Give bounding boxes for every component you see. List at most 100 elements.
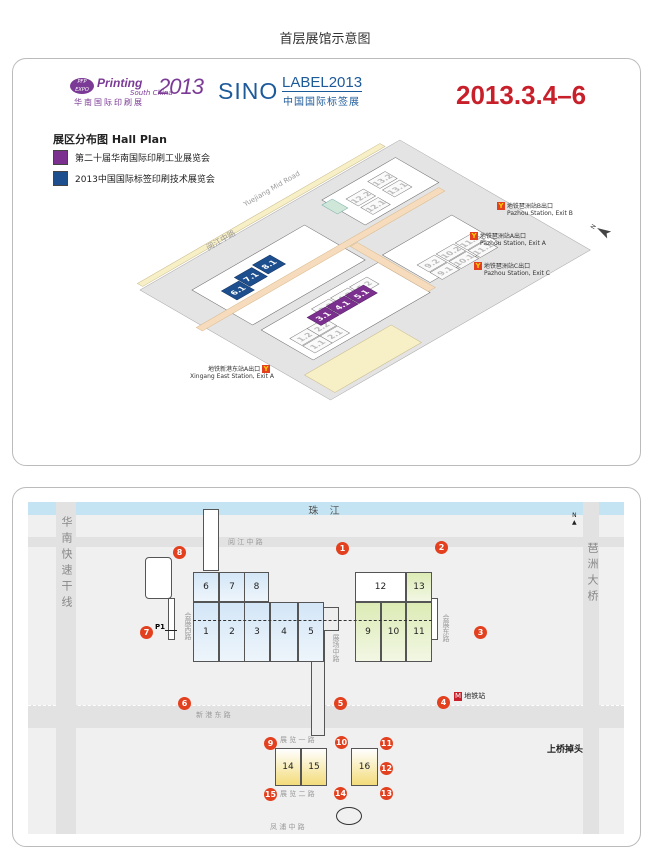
green-lot (304, 324, 422, 393)
hall-6[interactable]: 6 (193, 572, 219, 602)
hall-1[interactable]: 1 (193, 602, 219, 662)
logo-south-china: South China (130, 89, 173, 97)
hall-7.1 (233, 267, 268, 287)
logo-year: 2013 (158, 74, 204, 99)
hall-11.1 (467, 240, 499, 258)
station-exit-a: Y 地铁琶洲站A出口 Pazhou Station, Exit A (470, 232, 546, 247)
entrance-marker-2: 2 (435, 541, 448, 554)
hall-5[interactable]: 5 (298, 602, 324, 662)
entrance-marker-7: 7 (140, 626, 153, 639)
entrance-marker-1: 1 (336, 542, 349, 555)
hall-3.1 (306, 306, 340, 326)
hall-4[interactable]: 4 (270, 602, 298, 662)
hall-label-5.1: 5.1 (352, 289, 372, 301)
station-exit-b: Y 地铁琶洲站B出口 Pazhou Station, Exit B (497, 202, 573, 217)
legend-title: 展区分布图 Hall Plan (53, 133, 167, 146)
metro-icon: Y (262, 365, 271, 373)
metro-icon: Y (497, 202, 505, 210)
hall-16[interactable]: 16 (351, 748, 378, 786)
hall-9.2 (416, 254, 448, 273)
north-walkway (203, 509, 219, 571)
hall-11[interactable]: 11 (406, 602, 432, 662)
east-gate (431, 598, 438, 640)
hall-13.1 (381, 179, 413, 198)
highway-left (56, 502, 76, 834)
metro-m-icon: M (454, 692, 462, 701)
logo-cn: 华南国际印刷展 (74, 98, 144, 107)
pfp-expo-badge: PFP EXPO (70, 78, 94, 94)
parking-p1: P1 (155, 623, 166, 631)
road-label-exhibit-1: 展 览 一 路 (280, 736, 315, 744)
hall-12[interactable]: 12 (355, 572, 406, 602)
hall-label-2.2: 2.2 (312, 321, 332, 333)
main-walkway (195, 187, 446, 332)
hall-13[interactable]: 13 (406, 572, 432, 602)
entrance-marker-9: 9 (264, 737, 277, 750)
logo-label-cn: 中国国际标签展 (283, 97, 360, 108)
hall-10[interactable]: 10 (381, 602, 406, 662)
road-label-xingang: 新 港 东 路 (196, 711, 231, 719)
hall-4.1 (325, 295, 359, 315)
north-arrow-icon: N▲ (572, 512, 577, 526)
entrance-marker-15: 15 (264, 788, 277, 801)
logo-label: LABEL2013 (282, 74, 363, 92)
parking-arrow-icon (165, 630, 177, 631)
event-date: 2013.3.4–6 (456, 80, 587, 110)
block-north (321, 157, 440, 226)
hall-6.1 (220, 280, 255, 301)
upper-level-divider (193, 620, 432, 621)
legend-item-printing: 第二十届华南国际印刷工业展览会 (53, 150, 210, 165)
hall-label-9.1: 9.1 (435, 265, 455, 277)
hall-label-1.2: 1.2 (295, 331, 315, 343)
hall-14[interactable]: 14 (275, 748, 301, 786)
legend-swatch-blue (53, 171, 68, 186)
river-bank (136, 143, 386, 287)
hall-13.2 (367, 171, 398, 189)
road-label-exhibit-2: 展 览 二 路 (280, 790, 315, 798)
isometric-hall-map: 1.11.22.12.23.24.25.29.19.210.110.211.11… (136, 139, 612, 401)
hall-label-2.1: 2.1 (325, 329, 345, 341)
svg-text:N: N (590, 223, 598, 230)
station-xingang-exit-a: 地铁新港东站A出口 Y Xingang East Station, Exit A (190, 365, 274, 380)
hall-3[interactable]: 3 (244, 602, 270, 662)
hall-10.2 (435, 243, 467, 262)
entrance-marker-5: 5 (334, 697, 347, 710)
bridge-label: 琶洲大桥 (586, 542, 599, 606)
block-west (191, 224, 366, 326)
pearl-river (28, 502, 624, 515)
hall-9[interactable]: 9 (355, 602, 381, 662)
hall-7[interactable]: 7 (219, 572, 245, 602)
page-title: 首层展馆示意图 (279, 32, 371, 47)
legend-item-label: 2013中国国际标签印刷技术展览会 (53, 171, 215, 186)
hall-label-9.2: 9.2 (422, 258, 442, 270)
cross-walkway (349, 242, 436, 292)
hall-2[interactable]: 2 (219, 602, 245, 662)
hall-5.1 (344, 284, 378, 304)
hall-label-7.1: 7.1 (241, 271, 261, 283)
roundabout (336, 807, 362, 825)
hall-label-8.1: 8.1 (259, 259, 279, 271)
entrance-marker-3: 3 (474, 626, 487, 639)
legend-label: 2013中国国际标签印刷技术展览会 (75, 175, 215, 185)
entrance-marker-12: 12 (380, 762, 393, 775)
logo-printing: Printing (97, 76, 143, 90)
entrance-marker-14: 14 (334, 787, 347, 800)
entrance-marker-4: 4 (437, 696, 450, 709)
hall-label-4.1: 4.1 (333, 300, 353, 312)
highway-label: 华南快速干线 (60, 516, 73, 612)
hall-12.1 (360, 197, 391, 215)
river-label: 珠 江 (308, 506, 344, 517)
hall-8[interactable]: 8 (244, 572, 269, 602)
road-label-mid: 展场中路 (332, 634, 340, 662)
legend-swatch-purple (53, 150, 68, 165)
road-xingang (28, 705, 624, 728)
hall-9.1 (429, 262, 461, 280)
hall-15[interactable]: 15 (301, 748, 327, 786)
hall-8.1 (252, 254, 287, 275)
road-label-east: 会展东路 (442, 614, 450, 642)
hall-2.2 (306, 318, 338, 336)
logo-sino: SINO (218, 78, 279, 104)
bridge-right (583, 502, 599, 834)
hall-label-3.1: 3.1 (314, 311, 334, 323)
parking-lot (145, 557, 172, 599)
